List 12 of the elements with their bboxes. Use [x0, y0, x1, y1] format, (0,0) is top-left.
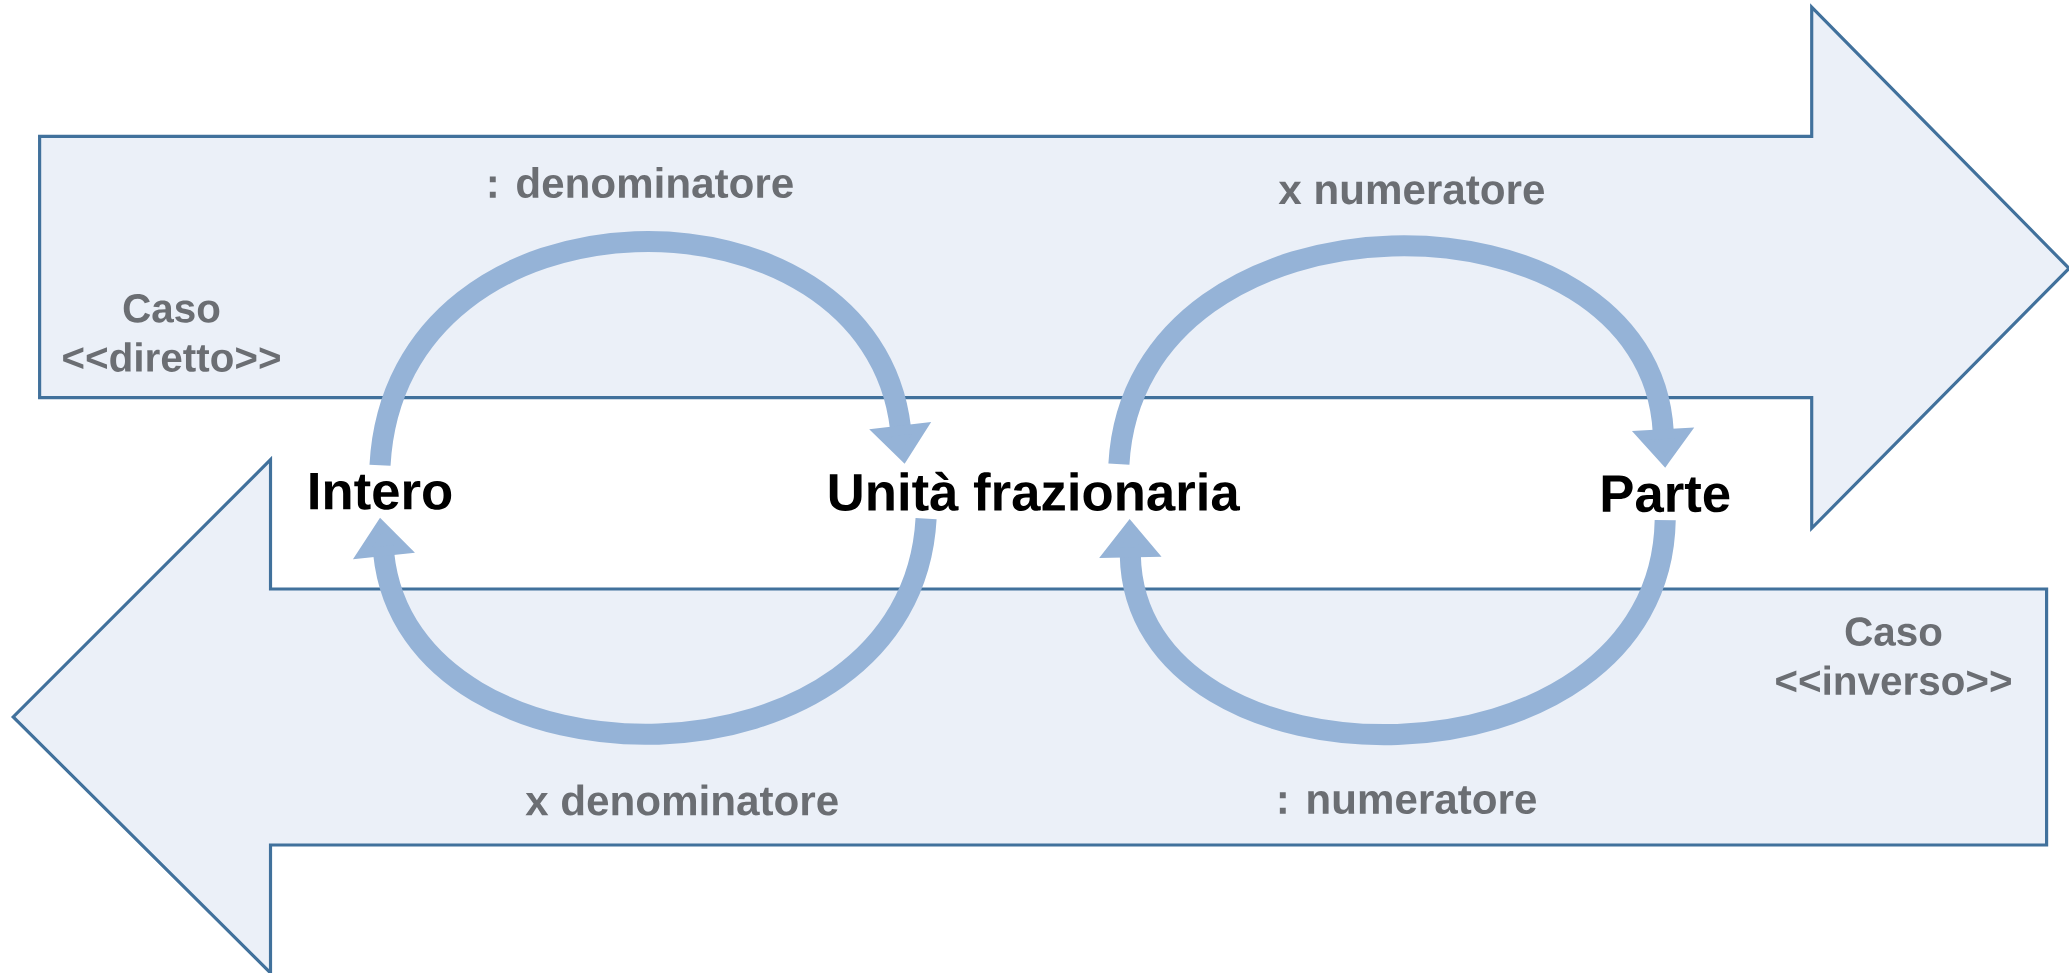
edge-label: x denominatore: [518, 777, 847, 823]
edge-label: : denominatore: [478, 160, 802, 206]
curved-arrow: [369, 231, 932, 468]
curved-arrow: [352, 516, 937, 745]
case-label: Caso <<diretto>>: [63, 294, 280, 372]
term-label: Unità frazionaria: [829, 471, 1240, 511]
edge-label: x numeratore: [1271, 169, 1553, 212]
term-label: Intero: [310, 473, 452, 510]
case-label: Caso <<inverso>>: [1776, 617, 2011, 696]
term-label: Parte: [1602, 475, 1730, 513]
curved-arrow: [1099, 518, 1676, 745]
edge-label: : numeratore: [1268, 779, 1545, 822]
